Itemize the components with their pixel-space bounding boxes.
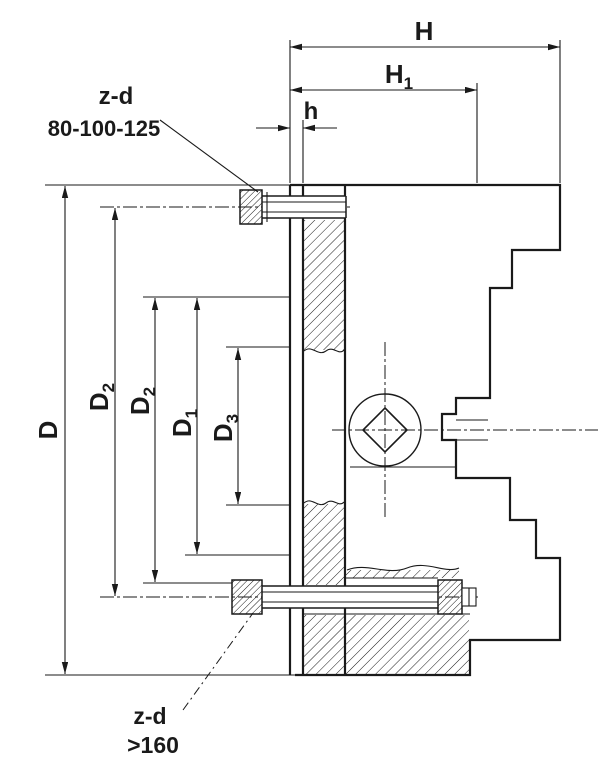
bolt-top-threads xyxy=(262,201,346,213)
note-top-zd: z-d xyxy=(99,83,134,110)
dim-label-D3-base: D xyxy=(208,423,238,442)
bolt-top-shaft xyxy=(262,195,347,219)
note-bottom-zd: z-d xyxy=(133,703,166,729)
chuck-body-outline xyxy=(290,183,562,677)
bolt-top-head xyxy=(239,189,263,225)
break-lines xyxy=(303,348,460,572)
bolt-bottom xyxy=(231,579,477,615)
hatch-flange-upper xyxy=(304,220,344,350)
bolt-bottom-shaft xyxy=(262,585,438,609)
drive-socket xyxy=(348,393,422,467)
dim-label-D3: D3 xyxy=(208,414,242,442)
hatch-web xyxy=(346,570,459,578)
dim-label-D2-inner-base: D xyxy=(125,396,155,415)
dim-label-H1: H1 xyxy=(385,59,413,93)
bolt-bottom-shaft-mask xyxy=(262,586,438,608)
socket-circle xyxy=(348,393,422,467)
leader-bottom-bolt-note xyxy=(182,612,254,711)
dim-label-D2-inner: D2 xyxy=(125,387,159,415)
dimension-lines xyxy=(61,43,560,674)
dim-label-D3-sub: 3 xyxy=(223,414,242,423)
dim-label-H1-sub: 1 xyxy=(404,74,413,93)
bolt-top xyxy=(239,189,347,225)
note-bottom-sizes: >160 xyxy=(127,732,179,758)
bolt-bottom-nut xyxy=(437,579,463,615)
dim-label-D1-sub: 1 xyxy=(182,409,201,418)
extension-lines xyxy=(45,40,561,676)
dim-label-D2-outer: D2 xyxy=(84,383,118,411)
dim-label-H1-base: H xyxy=(385,59,404,89)
socket-square xyxy=(361,406,409,454)
dim-label-D2-outer-sub: 2 xyxy=(99,383,118,392)
note-top-sizes: 80-100-125 xyxy=(48,116,161,141)
dim-label-D: D xyxy=(33,421,63,440)
internal-lines xyxy=(303,419,488,615)
dim-label-D1-base: D xyxy=(167,418,197,437)
leader-top-bolt-note xyxy=(159,119,259,193)
bolt-bottom-threads xyxy=(262,591,438,603)
centerlines xyxy=(100,206,598,598)
hatch-flange-lower xyxy=(304,504,344,585)
section-hatching xyxy=(304,220,469,674)
hatch-bottom-slab xyxy=(304,615,469,674)
dim-label-D2-outer-base: D xyxy=(84,392,114,411)
dim-label-D1: D1 xyxy=(167,409,201,437)
dim-label-D2-inner-sub: 2 xyxy=(140,387,159,396)
bolt-top-shaft-mask xyxy=(262,196,346,218)
bolt-bottom-head xyxy=(231,579,263,615)
dim-label-h: h xyxy=(304,98,319,125)
dim-label-H: H xyxy=(415,16,434,46)
